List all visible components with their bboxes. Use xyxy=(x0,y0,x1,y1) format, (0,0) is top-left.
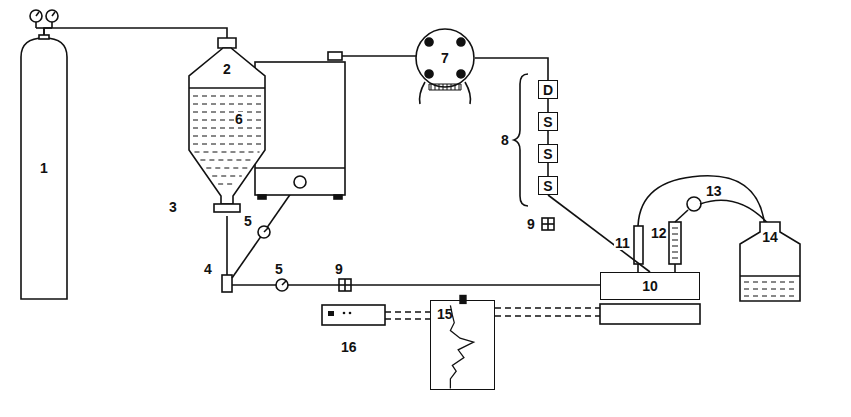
tube-connection xyxy=(547,99,549,112)
controller xyxy=(322,305,385,325)
part-number: S xyxy=(543,115,552,129)
part-number: 2 xyxy=(223,62,231,76)
bracket xyxy=(514,74,528,206)
callout-number: 13 xyxy=(705,184,723,198)
part-number: 1 xyxy=(40,161,48,175)
tube-connection xyxy=(547,131,549,144)
part-number: S xyxy=(543,179,552,193)
flow-meter xyxy=(258,226,270,238)
tee-piece xyxy=(222,275,232,292)
tube-connection xyxy=(547,163,549,176)
part-number: 7 xyxy=(441,51,449,65)
tube-connection xyxy=(475,58,548,80)
callout-number: 11 xyxy=(614,236,631,250)
callout-number: 9 xyxy=(526,217,536,231)
callout-number: 16 xyxy=(340,340,358,354)
supply-tube xyxy=(232,186,296,278)
callout-number: 5 xyxy=(243,214,253,228)
part-number: 14 xyxy=(762,230,778,244)
flow-meter xyxy=(276,279,288,291)
callout-number: 4 xyxy=(203,262,213,276)
column-box: S xyxy=(538,112,558,131)
callout-number: 8 xyxy=(500,133,510,147)
part-number: S xyxy=(543,147,552,161)
fitting xyxy=(339,279,351,291)
column-box: S xyxy=(538,144,558,163)
callout-number: 6 xyxy=(234,112,244,126)
callout-number: 9 xyxy=(334,262,344,276)
part-number: 10 xyxy=(642,279,658,293)
part-number: 15 xyxy=(437,307,453,321)
detector-base xyxy=(600,304,700,324)
column-box: S xyxy=(538,176,558,195)
fitting xyxy=(542,218,554,230)
tube-connection xyxy=(44,28,227,38)
column-box: D xyxy=(538,80,558,99)
callout-number: 3 xyxy=(168,200,178,214)
peristaltic-pump: 7 xyxy=(415,28,475,88)
oven xyxy=(255,52,416,199)
callout-number: 5 xyxy=(274,262,284,276)
chart-recorder: 15 xyxy=(430,300,495,390)
bottle: 14 xyxy=(738,222,802,302)
gas-cylinder: 1 xyxy=(20,35,68,300)
outlet-tube xyxy=(226,216,228,275)
callout-number: 12 xyxy=(650,226,668,240)
detector-box: 10 xyxy=(600,272,700,300)
part-number: D xyxy=(543,83,553,97)
reservoir-vessel: 2 xyxy=(185,38,269,216)
tube-connection xyxy=(548,195,650,272)
